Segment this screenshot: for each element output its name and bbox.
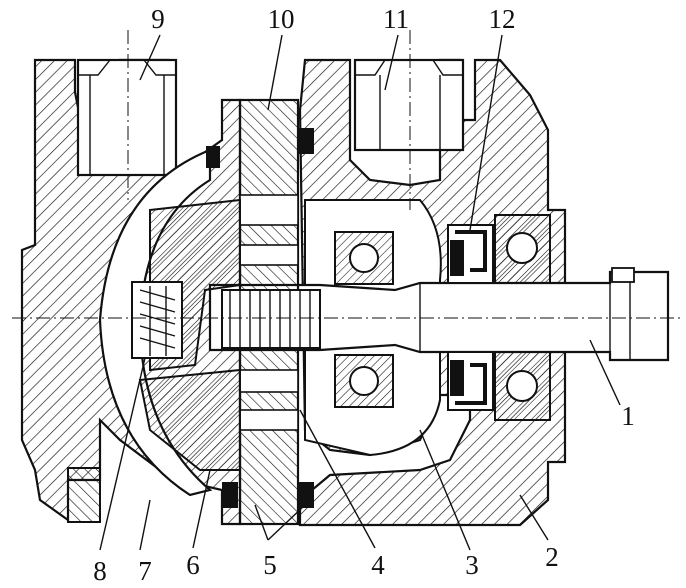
leader-lines <box>99 34 621 551</box>
shaft-seal <box>447 224 494 411</box>
callouts: 9 10 11 12 1 2 3 4 5 6 7 8 <box>93 4 635 586</box>
drive-shaft <box>208 267 670 362</box>
callout-4: 4 <box>371 550 385 580</box>
callout-9: 9 <box>151 4 165 34</box>
gear-plate <box>206 98 321 526</box>
callout-3: 3 <box>465 550 479 580</box>
callout-5: 5 <box>263 550 277 580</box>
spring <box>131 281 183 359</box>
callout-1: 1 <box>621 401 635 431</box>
callout-2: 2 <box>545 542 559 572</box>
outer-bearing <box>494 214 551 421</box>
callout-7: 7 <box>138 556 152 586</box>
callout-10: 10 <box>268 4 295 34</box>
callout-6: 6 <box>186 550 200 580</box>
callout-8: 8 <box>93 556 107 586</box>
callout-12: 12 <box>489 4 516 34</box>
callout-11: 11 <box>383 4 409 34</box>
inner-bearing <box>334 231 394 408</box>
